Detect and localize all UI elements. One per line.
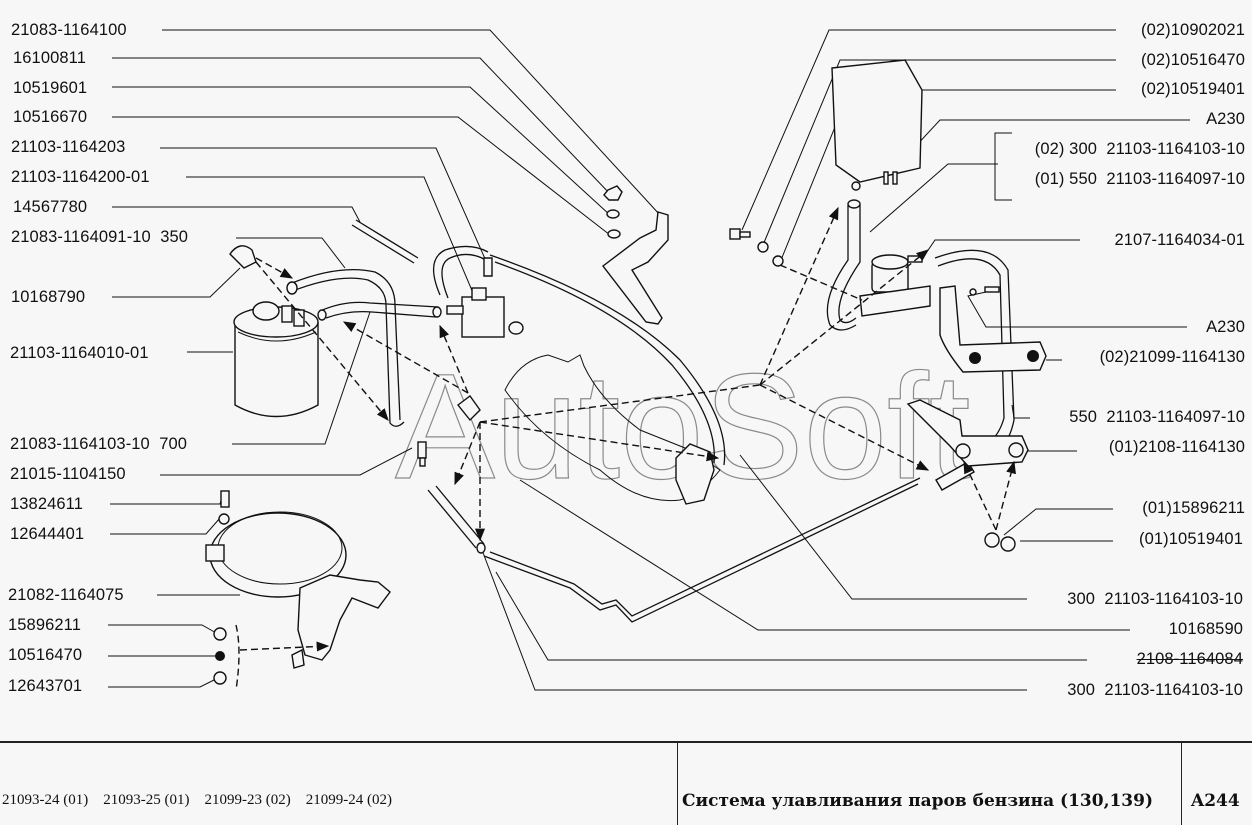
- part-label-2107-1164034-01: 2107-1164034-01: [1114, 231, 1245, 249]
- part-label-02-10516470: (02)10516470: [1141, 51, 1245, 69]
- bolt-washers-upper-right: [729, 228, 784, 267]
- valve-2107-1164034-01: [859, 254, 931, 317]
- title-cell: Система улавливания паров бензина (130,1…: [677, 743, 1182, 825]
- screw-a230: [969, 286, 1000, 296]
- bracket-21099-1164130: [939, 285, 1047, 373]
- part-label-21015-1104150: 21015-1104150: [10, 465, 126, 483]
- part-label-300-21103-1164103-10-b: 300 21103-1164103-10: [1067, 681, 1243, 699]
- part-label-10168790: 10168790: [11, 288, 86, 306]
- clamp-bracket-21082-1164075: [205, 511, 391, 669]
- steel-pipe: [483, 477, 921, 623]
- part-label-a230-bottom: A230: [1206, 318, 1245, 336]
- part-label-02-21099-1164130: (02)21099-1164130: [1099, 348, 1245, 366]
- part-label-21083-1164100: 21083-1164100: [11, 21, 127, 39]
- leader-lines-left: [108, 29, 661, 688]
- clamp-10168790: [229, 245, 257, 269]
- part-label-21103-1164203: 21103-1164203: [11, 138, 126, 156]
- part-label-14567780: 14567780: [13, 198, 88, 216]
- part-label-13824611: 13824611: [10, 495, 83, 513]
- bracket-21083-1164100: [602, 211, 669, 325]
- part-label-21103-1164010-01: 21103-1164010-01: [10, 344, 149, 362]
- bracket-2108-1164130: [906, 399, 1029, 467]
- solenoid-valve: [446, 287, 524, 338]
- adsorber-canister: [233, 301, 319, 418]
- page-title: Система улавливания паров бензина (130,1…: [682, 791, 1154, 811]
- part-label-16100811: 16100811: [13, 49, 86, 67]
- part-label-300-21103-1164103-10-a: 300 21103-1164103-10: [1067, 590, 1243, 608]
- part-label-2108-1164084: 2108-1164084: [1136, 650, 1243, 668]
- bolt-washer-lower-left: [218, 490, 230, 525]
- title-block: 21093-24 (01) 21093-25 (01) 21099-23 (02…: [0, 741, 1252, 825]
- hose-u-top: [433, 245, 493, 299]
- nut-washer-bottom-right: [984, 532, 1016, 552]
- part-label-21082-1164075: 21082-1164075: [8, 586, 124, 604]
- nut-and-washers-top: [603, 185, 623, 239]
- part-label-01-2108-1164130: (01)2108-1164130: [1108, 438, 1245, 456]
- throttle-body: [504, 354, 721, 505]
- hose-long: [489, 254, 726, 466]
- part-label-10168590: 10168590: [1168, 620, 1243, 638]
- part-label-21103-1164200-01: 21103-1164200-01: [11, 168, 150, 186]
- part-label-10516470: 10516470: [8, 646, 83, 664]
- leader-lines-right: [481, 29, 1190, 691]
- part-label-10519601: 10519601: [13, 79, 88, 97]
- part-label-01-15896211: (01)15896211: [1142, 499, 1245, 517]
- strap-14567780: [351, 219, 419, 264]
- part-label-02-10519401: (02)10519401: [1141, 80, 1245, 98]
- part-label-02-10902021: (02)10902021: [1141, 21, 1245, 39]
- nuts-lower-left: [213, 624, 240, 691]
- part-label-21083-1164103-10: 21083-1164103-10 700: [10, 435, 188, 453]
- hose-350: [286, 268, 405, 427]
- gravity-valve-cap: [831, 59, 923, 191]
- part-label-12643701: 12643701: [8, 677, 83, 695]
- part-label-a230-top: A230: [1206, 110, 1245, 128]
- connector-clip: [457, 395, 481, 422]
- exploded-parts-drawing: AutoSoft: [108, 29, 1190, 691]
- part-label-01-10519401: (01)10519401: [1139, 530, 1243, 548]
- applicable-models: 21093-24 (01) 21093-25 (01) 21099-23 (02…: [2, 792, 392, 808]
- part-label-10516670: 10516670: [13, 108, 88, 126]
- code-cell: A244: [1181, 743, 1252, 825]
- part-label-12644401: 12644401: [10, 525, 85, 543]
- part-label-550-21103-1164097-10: 550 21103-1164097-10: [1069, 408, 1245, 426]
- part-label-21083-1164091-10: 21083-1164091-10 350: [11, 228, 189, 246]
- part-label-02-300-21103-1164103-10: (02) 300 21103-1164103-10: [1034, 140, 1245, 158]
- fitting-21015-1104150: [417, 441, 427, 467]
- assembly-arrows: [239, 206, 1016, 652]
- hose-700: [317, 301, 442, 321]
- page-code: A244: [1191, 791, 1240, 811]
- part-label-01-550-21103-1164097-10: (01) 550 21103-1164097-10: [1034, 170, 1245, 188]
- part-label-15896211: 15896211: [8, 616, 81, 634]
